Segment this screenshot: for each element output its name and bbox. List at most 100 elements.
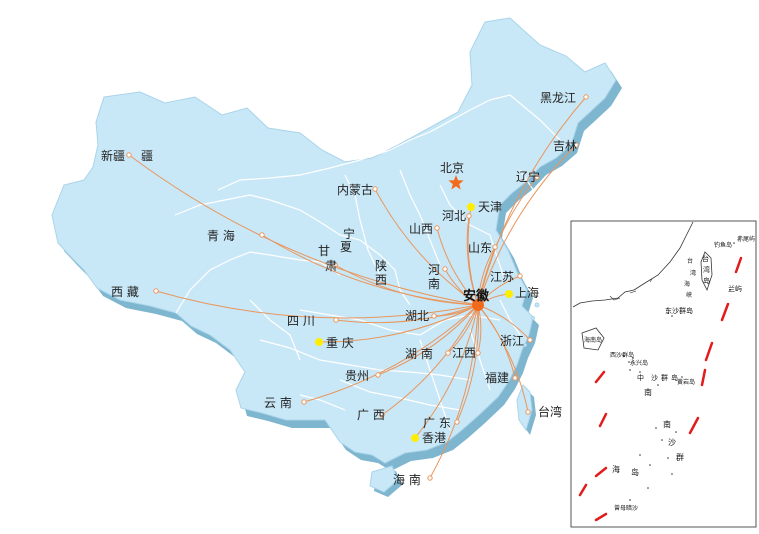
capital-label: 北京	[440, 161, 464, 175]
province-label: 广 东	[423, 416, 451, 430]
route-line	[477, 304, 529, 413]
route-line	[334, 264, 479, 306]
province-marker	[126, 152, 132, 158]
labels-layer: 黑龙江吉林辽宁新疆内蒙古天津河北山西山东青 海宁夏甘肃陕西河南江苏上海西 藏四 …	[101, 91, 577, 487]
province-marker	[332, 262, 338, 268]
hub-label: 安徽	[463, 288, 490, 304]
province-marker	[454, 419, 460, 425]
hub-marker	[472, 299, 484, 311]
province-label: 疆	[141, 149, 153, 163]
province-label: 上海	[515, 285, 539, 300]
province-marker	[527, 337, 533, 343]
inset-label: 海	[612, 464, 620, 474]
hainan-island	[369, 465, 402, 497]
inset-label: 岛	[671, 373, 678, 382]
inset-label: 湾	[690, 269, 696, 277]
route-line	[303, 304, 479, 403]
city-dot	[505, 290, 513, 298]
province-marker	[434, 225, 440, 231]
city-dot	[467, 203, 475, 211]
province-marker	[475, 350, 481, 356]
route-line	[335, 304, 479, 324]
province-label: 黑龙江	[540, 91, 576, 105]
province-label: 陕	[375, 258, 387, 273]
inset-label: 群	[661, 373, 668, 382]
province-marker	[153, 288, 159, 294]
inset-label: 兰屿	[728, 284, 742, 293]
islet-dots	[623, 238, 740, 501]
inset-label: 海	[684, 280, 690, 288]
province-marker	[375, 372, 381, 378]
route-line	[456, 304, 479, 423]
province-label: 山西	[409, 222, 433, 236]
route-line	[429, 304, 479, 479]
province-marker	[512, 375, 518, 381]
province-marker	[372, 186, 378, 192]
inset-label: 台	[687, 257, 693, 265]
inset-label: 南	[644, 387, 652, 397]
province-marker	[492, 244, 498, 250]
province-label: 广 西	[357, 408, 385, 422]
route-line	[128, 154, 479, 306]
inset-label: 曾母暗沙	[614, 504, 638, 512]
route-line	[436, 227, 479, 306]
inset-label: 赤尾屿	[737, 235, 755, 243]
province-marker	[431, 313, 437, 319]
inset-label: 峡	[686, 291, 692, 299]
province-marker	[427, 475, 433, 481]
inset-label: 群	[676, 452, 684, 462]
province-label: 青 海	[207, 228, 235, 243]
route-line	[318, 304, 479, 343]
province-label: 台湾	[538, 404, 562, 419]
province-label: 天津	[478, 200, 502, 214]
inset-label: 湾	[703, 265, 710, 274]
province-borders	[174, 94, 561, 431]
routes-layer	[128, 96, 587, 479]
route-line	[377, 304, 479, 376]
inset-label: 西沙群岛	[610, 351, 634, 359]
inset-label: 钓鱼岛	[714, 241, 732, 249]
capital-star-icon	[448, 175, 464, 190]
south-china-sea-inset: 赤尾屿钓鱼岛台湾岛台湾海峡兰屿海南岛东沙群岛西沙群岛永兴岛中沙群岛黄岩岛南南沙群…	[570, 220, 757, 528]
route-line	[155, 290, 479, 319]
province-label: 新疆	[101, 148, 125, 163]
route-line	[414, 304, 479, 439]
province-marker	[466, 213, 472, 219]
province-marker	[379, 412, 385, 418]
province-marker	[259, 232, 265, 238]
province-label: 云 南	[264, 395, 292, 410]
province-marker	[301, 399, 307, 405]
route-line	[477, 176, 538, 306]
province-label: 辽宁	[516, 169, 540, 184]
province-label: 湖北	[405, 308, 429, 323]
city-dot	[411, 434, 419, 442]
province-label: 江苏	[490, 270, 514, 284]
province-label: 内蒙古	[337, 182, 373, 197]
route-line	[477, 144, 577, 306]
province-label: 南	[428, 276, 440, 291]
province-label: 重 庆	[326, 336, 354, 350]
inset-label: 台	[702, 254, 709, 263]
inset-label: 沙	[651, 374, 658, 382]
province-label: 福建	[485, 370, 509, 385]
inset-label: 中	[637, 373, 644, 382]
province-label: 夏	[340, 240, 352, 254]
province-label: 四 川	[287, 314, 315, 328]
province-label: 吉林	[553, 139, 577, 153]
route-line	[261, 234, 479, 306]
province-label: 河北	[442, 209, 466, 223]
province-marker	[517, 273, 523, 279]
province-label: 贵州	[345, 369, 369, 383]
province-label: 江西	[452, 346, 476, 360]
province-marker	[583, 94, 589, 100]
province-label: 香港	[422, 431, 446, 445]
province-marker	[573, 142, 579, 148]
province-label: 河	[428, 263, 440, 277]
route-line	[374, 188, 479, 306]
province-label: 西	[375, 273, 387, 287]
route-line	[477, 96, 587, 306]
inset-label: 东沙群岛	[665, 306, 693, 315]
coastal-islands	[523, 302, 540, 347]
province-label: 山东	[468, 241, 492, 255]
